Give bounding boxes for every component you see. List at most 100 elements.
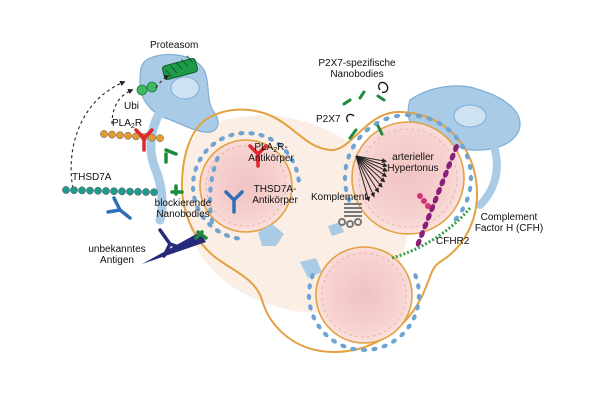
dashed-arrow bbox=[70, 80, 126, 195]
foot-process-dot bbox=[208, 207, 213, 214]
cfh-bead bbox=[432, 195, 439, 204]
foot-process-dot bbox=[307, 283, 312, 290]
pressure-arrow bbox=[355, 155, 371, 202]
foot-process-dot bbox=[381, 343, 388, 349]
foot-process-dot bbox=[467, 163, 473, 171]
nanobody-icon bbox=[164, 148, 208, 240]
podocyte-nucleus-left bbox=[170, 76, 200, 100]
antigen-bead bbox=[156, 134, 164, 143]
foot-process-dot bbox=[383, 116, 390, 122]
complement-factor-beads bbox=[417, 193, 431, 209]
antibody-icon bbox=[224, 190, 244, 214]
cfh-bead bbox=[439, 178, 446, 187]
thsd7a-label: THSD7A bbox=[72, 172, 112, 183]
foot-process-dot bbox=[192, 195, 197, 202]
foot-process-dot bbox=[214, 155, 220, 163]
foot-process-dot bbox=[228, 132, 235, 138]
thsd7a-antibody-label: THSD7A-Antikörper bbox=[252, 184, 298, 206]
mesangial-cell bbox=[300, 258, 322, 278]
foot-process-dot bbox=[413, 273, 419, 280]
antigen-bead bbox=[70, 186, 78, 195]
nanobody-icon bbox=[342, 90, 386, 140]
pressure-arrow bbox=[355, 155, 388, 164]
complement-label: Komplement bbox=[311, 192, 368, 203]
complement-icon bbox=[338, 203, 362, 228]
foot-process-dot bbox=[343, 185, 349, 193]
antigen-bead bbox=[126, 187, 134, 196]
antigen-bead bbox=[94, 186, 102, 195]
antigen-bead bbox=[150, 188, 158, 197]
pressure-arrow bbox=[355, 155, 375, 198]
podocyte-process-right bbox=[476, 146, 501, 209]
cfhr2-chain bbox=[391, 207, 472, 260]
foot-process-dot bbox=[460, 143, 466, 150]
foot-process-dot bbox=[453, 134, 459, 141]
foot-process-dot bbox=[460, 206, 466, 213]
cfhr2-label: CFHR2 bbox=[436, 236, 470, 247]
antigen-bead bbox=[110, 187, 118, 196]
foot-process-dot bbox=[214, 228, 221, 234]
pressure-arrow bbox=[355, 155, 388, 177]
capillary-loop-left bbox=[199, 139, 293, 233]
antigen-bead bbox=[124, 131, 132, 140]
antigen-bead bbox=[108, 130, 116, 139]
proteasome-icon bbox=[161, 55, 199, 80]
pla2r-antibody-label: PLA2R- Antikörper bbox=[248, 142, 294, 164]
pla2r-label: PLA2R bbox=[112, 118, 143, 130]
foot-process-dot bbox=[411, 314, 417, 321]
foot-process-dot bbox=[209, 217, 215, 225]
foot-process-dot bbox=[350, 346, 357, 352]
foot-process-dot bbox=[238, 130, 245, 136]
foot-process-dot bbox=[210, 141, 217, 147]
foot-process-dot bbox=[360, 347, 368, 353]
cfh-bead bbox=[442, 169, 449, 178]
foot-process-dot bbox=[294, 166, 299, 173]
foot-process-dot bbox=[416, 293, 422, 301]
proteasome-label: Proteasom bbox=[150, 40, 199, 51]
foot-process-dot bbox=[309, 273, 315, 280]
podocyte-nucleus-right bbox=[453, 104, 487, 128]
foot-process-dot bbox=[316, 323, 322, 330]
antigen-bead bbox=[86, 186, 94, 195]
glomerular-basement-membrane bbox=[180, 108, 478, 354]
foot-process-dot bbox=[207, 196, 213, 204]
mesangial-cell bbox=[328, 222, 344, 236]
foot-process-dot bbox=[209, 175, 215, 183]
foot-process-dot bbox=[195, 205, 201, 212]
p2x7-label: P2X7 bbox=[316, 114, 341, 125]
foot-process-dot bbox=[346, 196, 352, 203]
foot-process-dot bbox=[399, 331, 405, 338]
foot-process-dot bbox=[436, 120, 443, 126]
ubi-label: Ubi bbox=[124, 101, 140, 112]
cfh-chain bbox=[415, 143, 459, 247]
foot-process-dot bbox=[200, 214, 206, 221]
foot-process-dot bbox=[464, 196, 470, 203]
pressure-arrow bbox=[355, 155, 388, 172]
cfh-bead bbox=[415, 238, 422, 247]
antigen-bead bbox=[134, 187, 142, 196]
capillary-loop-bottom bbox=[315, 246, 413, 344]
foot-process-dot bbox=[406, 323, 412, 330]
cfh-bead bbox=[446, 161, 453, 170]
foot-process-dot bbox=[468, 174, 474, 182]
antigen-bead bbox=[118, 187, 126, 196]
unknown-antigen-shape bbox=[142, 232, 206, 264]
cfh-bead bbox=[449, 152, 456, 161]
foot-process-dot bbox=[467, 185, 473, 193]
foot-process-dot bbox=[391, 338, 397, 344]
p2x7-receptor-icon bbox=[345, 81, 389, 123]
foot-process-dot bbox=[343, 163, 349, 171]
foot-process-dot bbox=[323, 331, 329, 338]
foot-process-dot bbox=[258, 133, 265, 138]
foot-process-dot bbox=[415, 304, 420, 311]
foot-process-dot bbox=[357, 134, 363, 141]
foot-process-dot bbox=[364, 127, 371, 133]
foot-process-dot bbox=[350, 143, 356, 150]
foot-process-dot bbox=[276, 142, 283, 148]
foot-process-dot bbox=[193, 165, 199, 172]
